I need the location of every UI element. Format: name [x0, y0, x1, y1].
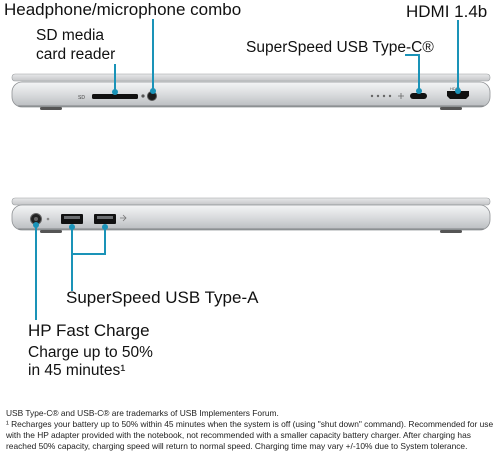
- leader-usbc-v: [418, 54, 420, 90]
- label-sd-reader-line2: card reader: [36, 46, 116, 63]
- leader-dot-usbc: [416, 88, 422, 94]
- leader-fast-charge: [35, 225, 37, 320]
- laptop-right-side: [11, 73, 491, 110]
- leader-usba-down: [71, 253, 73, 291]
- leader-usba-1: [71, 227, 73, 255]
- label-usb-c: SuperSpeed USB Type-C®: [246, 39, 434, 56]
- label-fast-charge: HP Fast Charge: [28, 321, 150, 340]
- label-charge-line2: in 45 minutes¹: [28, 362, 126, 379]
- footnotes: USB Type-C® and USB-C® are trademarks of…: [6, 408, 496, 452]
- leader-usba-h: [71, 253, 106, 255]
- usb-a-port-1: [61, 214, 83, 224]
- label-headphone-combo: Headphone/microphone combo: [4, 0, 242, 19]
- leader-usba-2: [104, 227, 106, 255]
- leader-headphone: [152, 19, 154, 91]
- laptop-left-side: [11, 197, 491, 233]
- leader-dot-sd: [112, 89, 118, 95]
- label-sd-reader-line1: SD media: [36, 27, 105, 44]
- sd-card-slot: SD: [78, 94, 138, 101]
- label-usb-a: SuperSpeed USB Type-A: [66, 288, 259, 307]
- footnote-trademark: USB Type-C® and USB-C® are trademarks of…: [6, 408, 279, 418]
- leader-dot-hdmi: [455, 88, 461, 94]
- status-led-icons: [370, 93, 404, 99]
- usb-a-port-2: [94, 214, 116, 224]
- leader-dot-headphone: [150, 88, 156, 94]
- leader-dot-usba-2: [102, 224, 108, 230]
- label-hdmi: HDMI 1.4b: [406, 2, 488, 21]
- leader-dot-fast-charge: [33, 222, 39, 228]
- sd-mark: SD: [78, 95, 85, 101]
- leader-hdmi: [457, 20, 459, 90]
- usb-c-port: [410, 93, 427, 99]
- leader-sd: [114, 64, 116, 92]
- leader-dot-usba-1: [69, 224, 75, 230]
- footnote-recharge: ¹ Recharges your battery up to 50% withi…: [6, 419, 494, 451]
- leader-usbc-h: [405, 54, 420, 56]
- label-charge-line1: Charge up to 50%: [28, 344, 153, 361]
- usb-icon: [120, 214, 127, 222]
